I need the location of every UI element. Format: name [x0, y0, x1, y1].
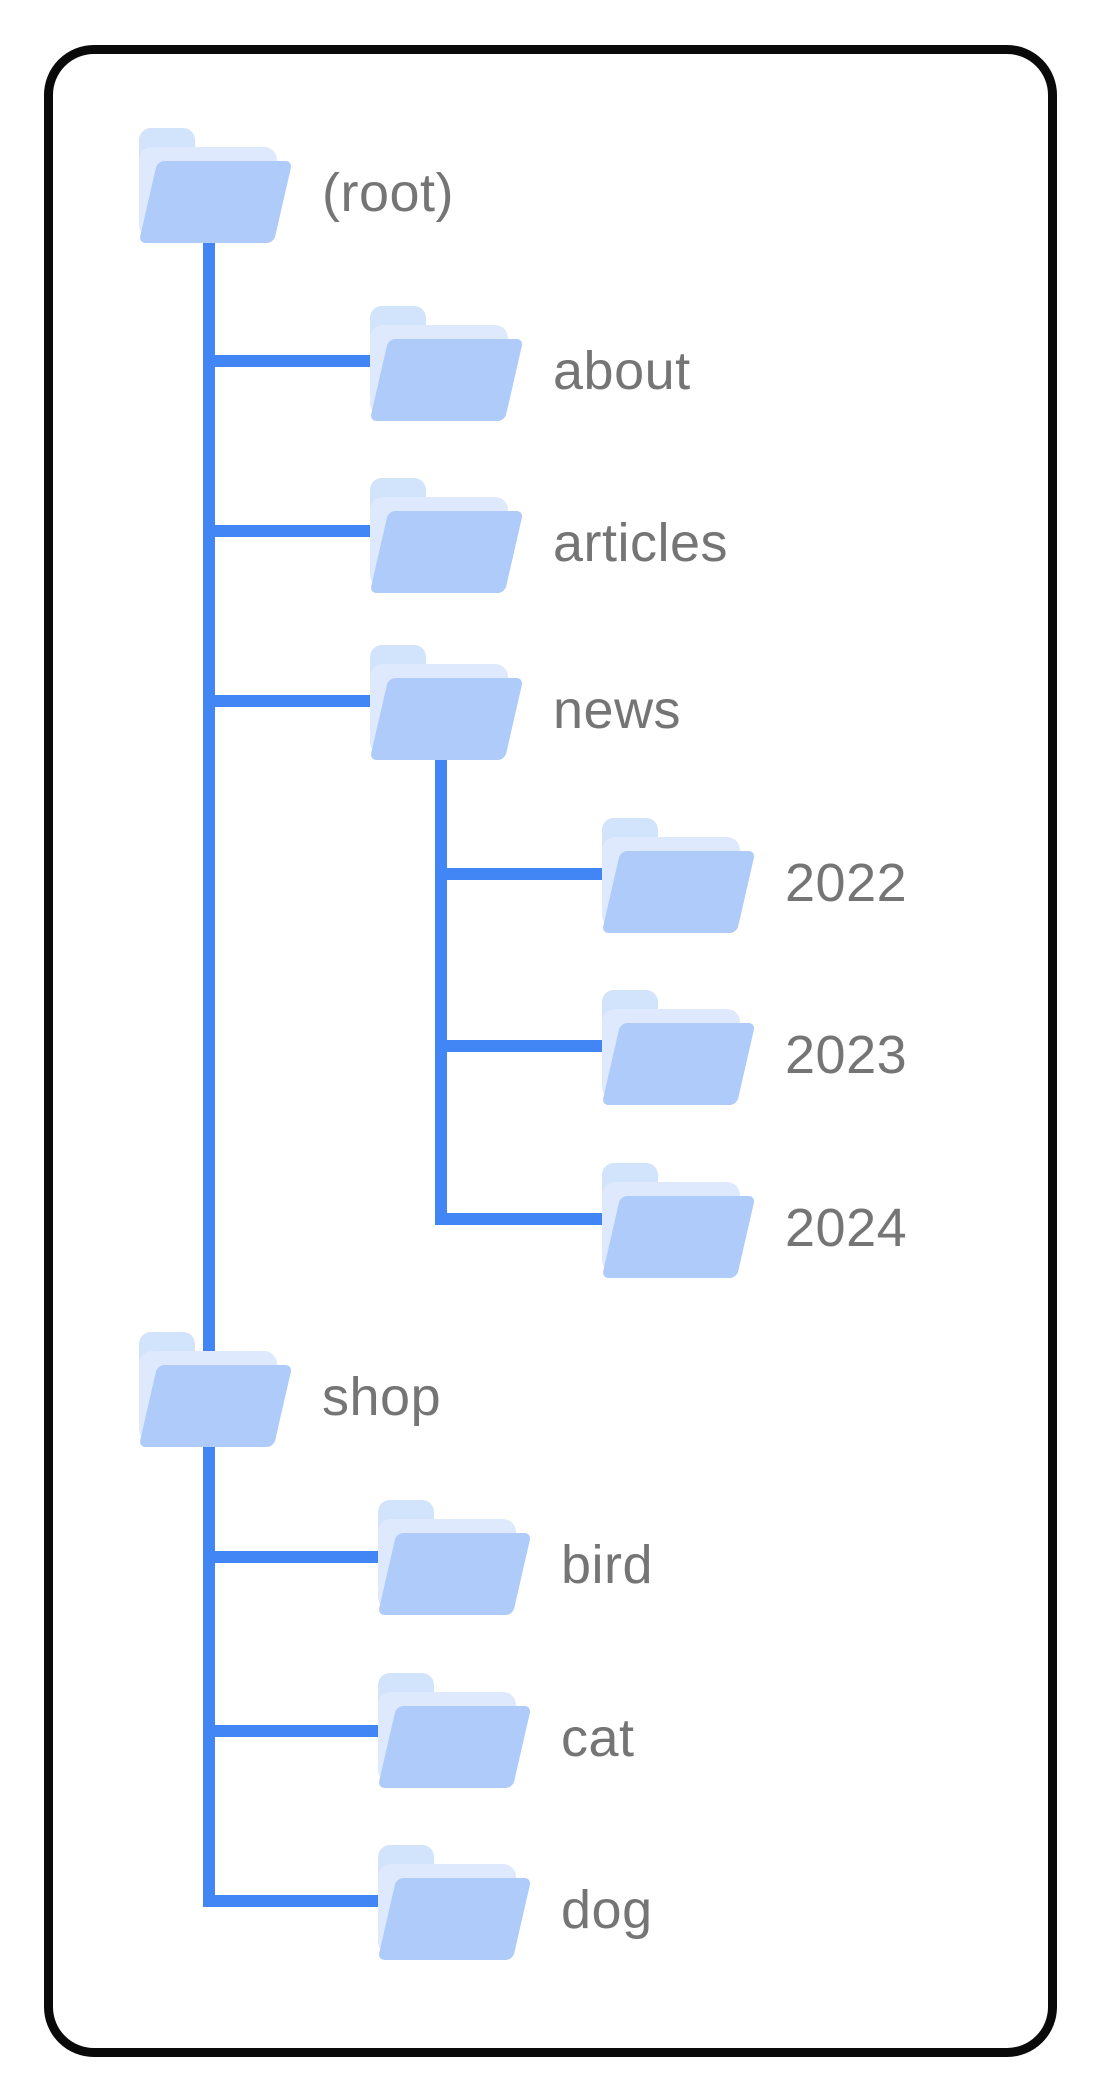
tree-node-2022: 2022: [602, 818, 907, 933]
folder-label: about: [553, 341, 691, 401]
folder-label: news: [553, 680, 682, 740]
connector-line-2022: [435, 868, 645, 880]
folder-icon: [602, 818, 755, 933]
folder-label: 2024: [785, 1198, 908, 1258]
tree-node-root: (root): [139, 128, 454, 243]
tree-node-about: about: [370, 306, 690, 421]
connector-line-2024: [435, 1213, 645, 1225]
tree-node-dog: dog: [378, 1845, 652, 1960]
tree-node-articles: articles: [370, 478, 728, 593]
folder-icon: [378, 1845, 531, 1960]
connector-line-news: [203, 695, 408, 707]
folder-icon: [139, 1332, 292, 1447]
connector-line-2023: [435, 1040, 645, 1052]
connector-line-bird: [203, 1551, 418, 1563]
folder-label: 2023: [785, 1025, 908, 1085]
trunk-line-news: [435, 756, 447, 1225]
tree-node-bird: bird: [378, 1500, 653, 1615]
folder-label: dog: [561, 1880, 653, 1940]
tree-node-2024: 2024: [602, 1163, 907, 1278]
folder-label: (root): [322, 163, 455, 223]
trunk-line-root: [203, 240, 215, 1907]
folder-icon: [370, 645, 523, 760]
connector-line-about: [203, 355, 408, 367]
folder-label: shop: [322, 1367, 442, 1427]
tree-node-cat: cat: [378, 1673, 634, 1788]
folder-label: articles: [553, 513, 729, 573]
folder-icon: [602, 1163, 755, 1278]
folder-label: bird: [561, 1535, 654, 1595]
connector-line-cat: [203, 1725, 418, 1737]
folder-icon: [378, 1673, 531, 1788]
folder-icon: [370, 478, 523, 593]
folder-icon: [139, 128, 292, 243]
folder-icon: [602, 990, 755, 1105]
folder-label: 2022: [785, 853, 908, 913]
tree-node-news: news: [370, 645, 681, 760]
folder-icon: [370, 306, 523, 421]
folder-label: cat: [561, 1708, 635, 1768]
connector-line-articles: [203, 525, 408, 537]
connector-line-dog: [203, 1895, 418, 1907]
tree-node-shop: shop: [139, 1332, 441, 1447]
folder-icon: [378, 1500, 531, 1615]
tree-node-2023: 2023: [602, 990, 907, 1105]
